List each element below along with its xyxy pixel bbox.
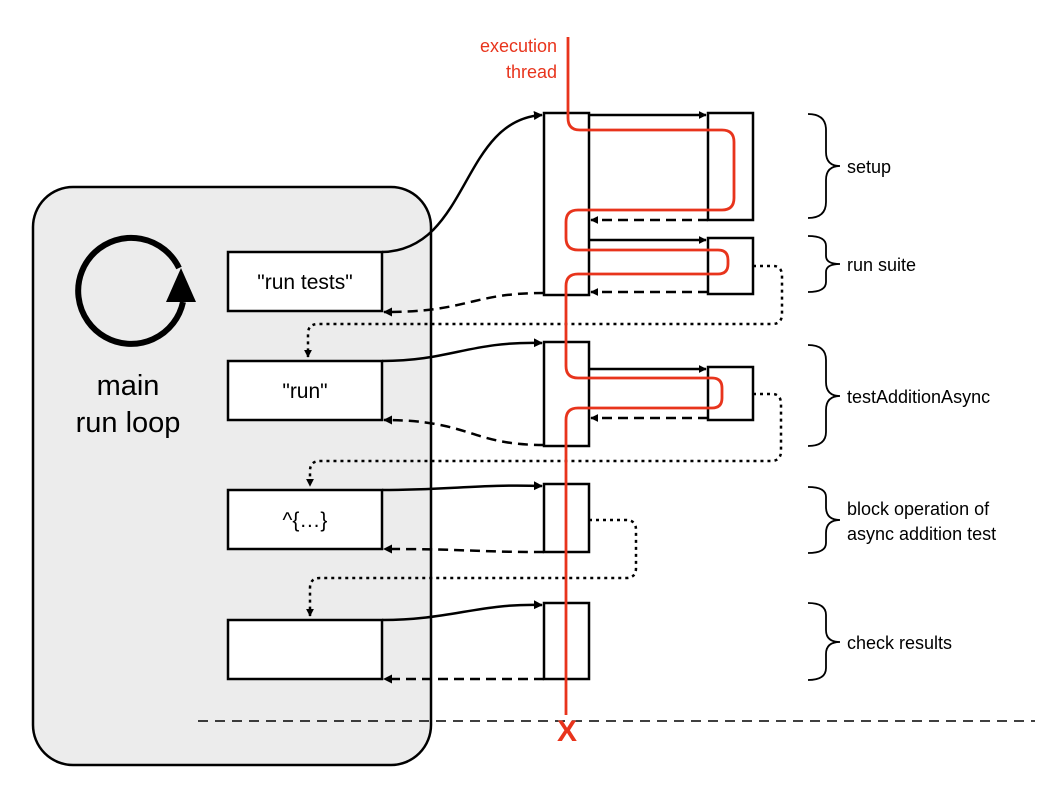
queue-item-empty bbox=[226, 618, 384, 681]
brace-check bbox=[807, 602, 841, 681]
return-arrow-block bbox=[383, 544, 545, 554]
end-marker: X bbox=[557, 715, 577, 748]
call-arrow-block bbox=[381, 481, 543, 492]
stack-frame-run-tests bbox=[542, 111, 591, 297]
return-arrow-run-tests bbox=[383, 291, 545, 317]
queue-item-block bbox=[226, 488, 384, 551]
queue-item-run-label: "run" bbox=[282, 380, 327, 403]
phase-label-test: testAdditionAsync bbox=[847, 387, 990, 407]
run-loop-title-line2: run loop bbox=[76, 407, 181, 439]
brace-block bbox=[807, 486, 841, 554]
brace-run-suite bbox=[807, 235, 841, 293]
enqueue-arrow-check bbox=[306, 518, 638, 617]
stack-frame-run-suite bbox=[706, 236, 755, 296]
queue-item-run-tests bbox=[226, 250, 384, 313]
brace-setup bbox=[807, 113, 841, 219]
execution-thread-line bbox=[564, 37, 736, 715]
thread-label-line2: thread bbox=[506, 62, 557, 82]
loop-icon bbox=[75, 234, 196, 347]
brace-test bbox=[807, 344, 841, 447]
return-arrow-run bbox=[383, 415, 545, 447]
stack-frame-test bbox=[706, 365, 755, 422]
phase-label-block-line1: block operation of bbox=[847, 499, 990, 519]
phase-label-run-suite: run suite bbox=[847, 255, 916, 275]
queue-item-run-tests-label: "run tests" bbox=[257, 271, 352, 294]
call-arrow-run-tests bbox=[381, 111, 543, 254]
call-arrow-run bbox=[381, 338, 543, 363]
run-loop-title-line1: main bbox=[97, 370, 160, 402]
call-arrow-check bbox=[381, 600, 543, 622]
queue-item-run bbox=[226, 359, 384, 422]
phase-label-check: check results bbox=[847, 633, 952, 653]
phase-label-block-line2: async addition test bbox=[847, 524, 996, 544]
phase-label-setup: setup bbox=[847, 157, 891, 177]
queue-item-block-label: ^{…} bbox=[283, 509, 328, 532]
thread-label-line1: execution bbox=[480, 36, 557, 56]
